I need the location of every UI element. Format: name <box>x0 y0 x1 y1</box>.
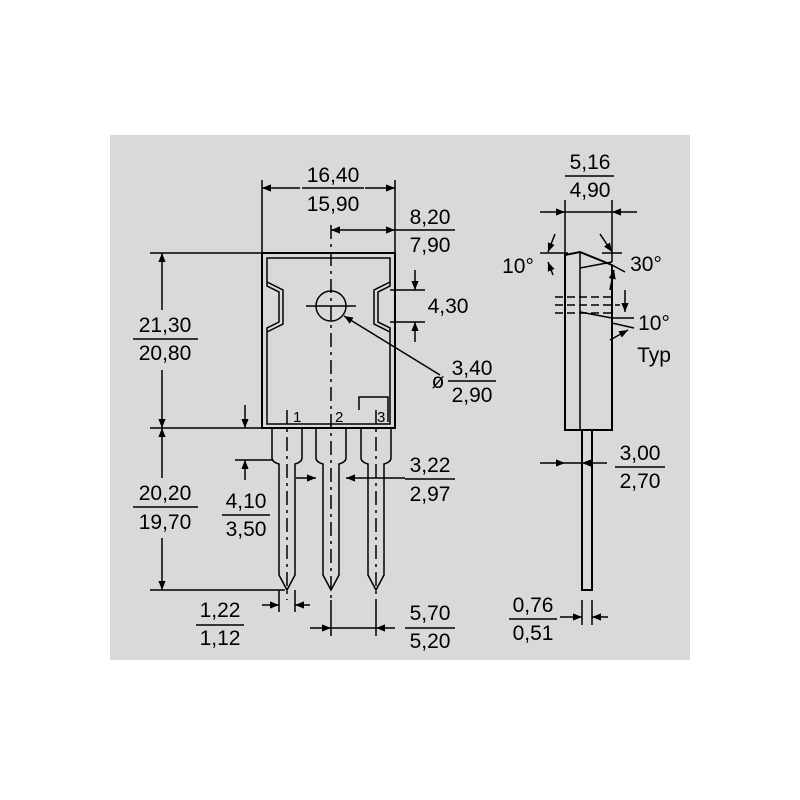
angle-right: 30° <box>630 253 662 276</box>
lead-shoulder-max: 4,10 <box>226 490 267 513</box>
typ-label: Typ <box>637 344 671 367</box>
hole-diameter-min: 2,90 <box>452 384 493 407</box>
lead-length-max: 20,20 <box>139 482 192 505</box>
leads <box>271 410 392 600</box>
thickness-max: 5,16 <box>570 151 611 174</box>
dimension-lines <box>150 180 441 636</box>
notch-value: 4,30 <box>428 295 469 318</box>
front-view-body <box>261 225 396 600</box>
lead-width-max: 1,22 <box>200 599 241 622</box>
body-height-max: 21,30 <box>139 314 192 337</box>
width-min: 15,90 <box>307 193 360 216</box>
lead-shoulder-min: 3,50 <box>226 518 267 541</box>
pin-1-label: 1 <box>293 409 301 426</box>
hole-offset-min: 7,90 <box>410 234 451 257</box>
fraction-bars <box>133 175 665 629</box>
shoulder-width-min: 2,97 <box>410 483 451 506</box>
width-max: 16,40 <box>307 164 360 187</box>
angle-typ: 10° <box>638 312 670 335</box>
lead-width-min: 1,12 <box>200 627 241 650</box>
thickness-min: 4,90 <box>570 179 611 202</box>
hole-offset-max: 8,20 <box>410 206 451 229</box>
side-view-body <box>555 200 620 591</box>
pin-2-label: 2 <box>335 409 343 426</box>
diameter-symbol: ø <box>432 370 445 393</box>
pitch-min: 5,20 <box>410 630 451 653</box>
hole-diameter-max: 3,40 <box>452 357 493 380</box>
body-height-min: 20,80 <box>139 342 192 365</box>
angle-left: 10° <box>502 255 534 278</box>
lead-thickness-min: 0,51 <box>513 622 554 645</box>
tab-thickness-max: 3,00 <box>620 442 661 465</box>
dimension-labels: 16,40 15,90 8,20 7,90 4,30 21,30 20,80 ø… <box>139 151 671 653</box>
side-dimension-lines <box>540 208 637 625</box>
lead-length-min: 19,70 <box>139 511 192 534</box>
drawing-background <box>110 135 690 660</box>
tab-thickness-min: 2,70 <box>620 470 661 493</box>
lead-thickness-max: 0,76 <box>513 594 554 617</box>
pin-3-label: 3 <box>377 409 385 426</box>
shoulder-width-max: 3,22 <box>410 454 451 477</box>
pitch-max: 5,70 <box>410 602 451 625</box>
